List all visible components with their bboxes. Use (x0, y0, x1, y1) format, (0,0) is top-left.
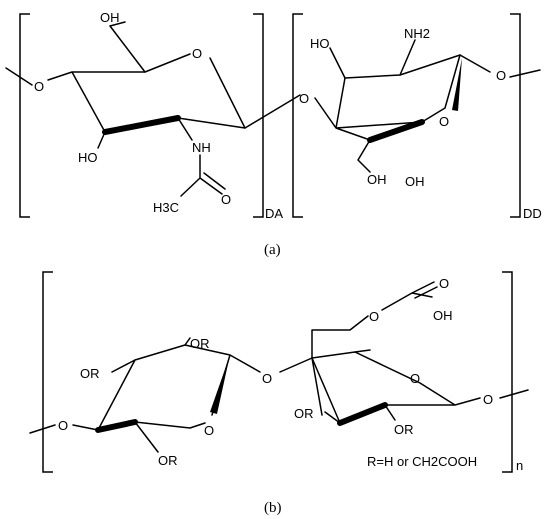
label-carbonyl-o: O (221, 192, 231, 207)
label-oh-top: OH (100, 10, 120, 25)
label-nh: NH (192, 140, 211, 155)
ring2-front-bond (367, 119, 425, 143)
label-ring2-o: O (410, 371, 420, 386)
bracket-a1-left (19, 13, 30, 218)
label-left-o: O (58, 418, 68, 433)
bracket-b-right (502, 271, 513, 473)
ring1b-bonds (29, 344, 261, 434)
ring1b-wedge (210, 355, 230, 414)
label-ho-top: HO (310, 36, 330, 51)
label-r-definition: R=H or CH2COOH (367, 454, 477, 469)
label-oh-bottom1: OH (367, 172, 387, 187)
ring1b-front-bond (95, 419, 138, 433)
panel-b-structure: O OH O O OR OR O O O O OR OR OR R=H or C… (29, 271, 529, 473)
label-ester-o: O (369, 309, 379, 324)
label-n: n (516, 458, 523, 473)
bracket-b-left (42, 271, 53, 473)
bracket-a2-right (510, 13, 521, 218)
ring2-substituents (329, 39, 541, 173)
label-or-ring2: OR (394, 422, 414, 437)
panel-a-structure: O OH O HO NH O H3C O HO NH2 O O OH OH DA… (5, 10, 542, 221)
ring1-substituents (97, 21, 301, 197)
label-link-o: O (262, 371, 272, 386)
label-dd: DD (523, 206, 542, 221)
ring1-front-bond (102, 115, 181, 135)
label-right-o: O (496, 68, 506, 83)
label-or-top: OR (190, 336, 210, 351)
label-right-o: O (483, 392, 493, 407)
label-or-mid: OR (294, 406, 314, 421)
caption-a: (a) (264, 242, 281, 258)
label-or-bottom: OR (158, 453, 178, 468)
label-ring2-o: O (439, 114, 449, 129)
label-ring1-o: O (204, 423, 214, 438)
ring1b-substituents (111, 337, 191, 453)
label-or-left: OR (80, 366, 100, 381)
ring2-bonds (314, 54, 461, 141)
label-oh-left: HO (78, 150, 98, 165)
label-ester-link-o: O (439, 276, 449, 291)
label-link-o: O (299, 91, 309, 106)
label-ring1-o: O (192, 46, 202, 61)
ring2b-front-bond (337, 402, 388, 426)
ring2-wedge (452, 58, 462, 111)
label-methyl: H3C (153, 200, 179, 215)
label-oh-bottom2: OH (405, 174, 425, 189)
ring2b-substituents (311, 281, 529, 424)
label-da: DA (265, 206, 283, 221)
label-oh-acid: OH (433, 308, 453, 323)
bracket-a2-left (292, 13, 303, 218)
bracket-a1-right (253, 13, 264, 218)
label-left-o: O (34, 79, 44, 94)
caption-b: (b) (264, 500, 282, 516)
label-nh2: NH2 (404, 26, 430, 41)
